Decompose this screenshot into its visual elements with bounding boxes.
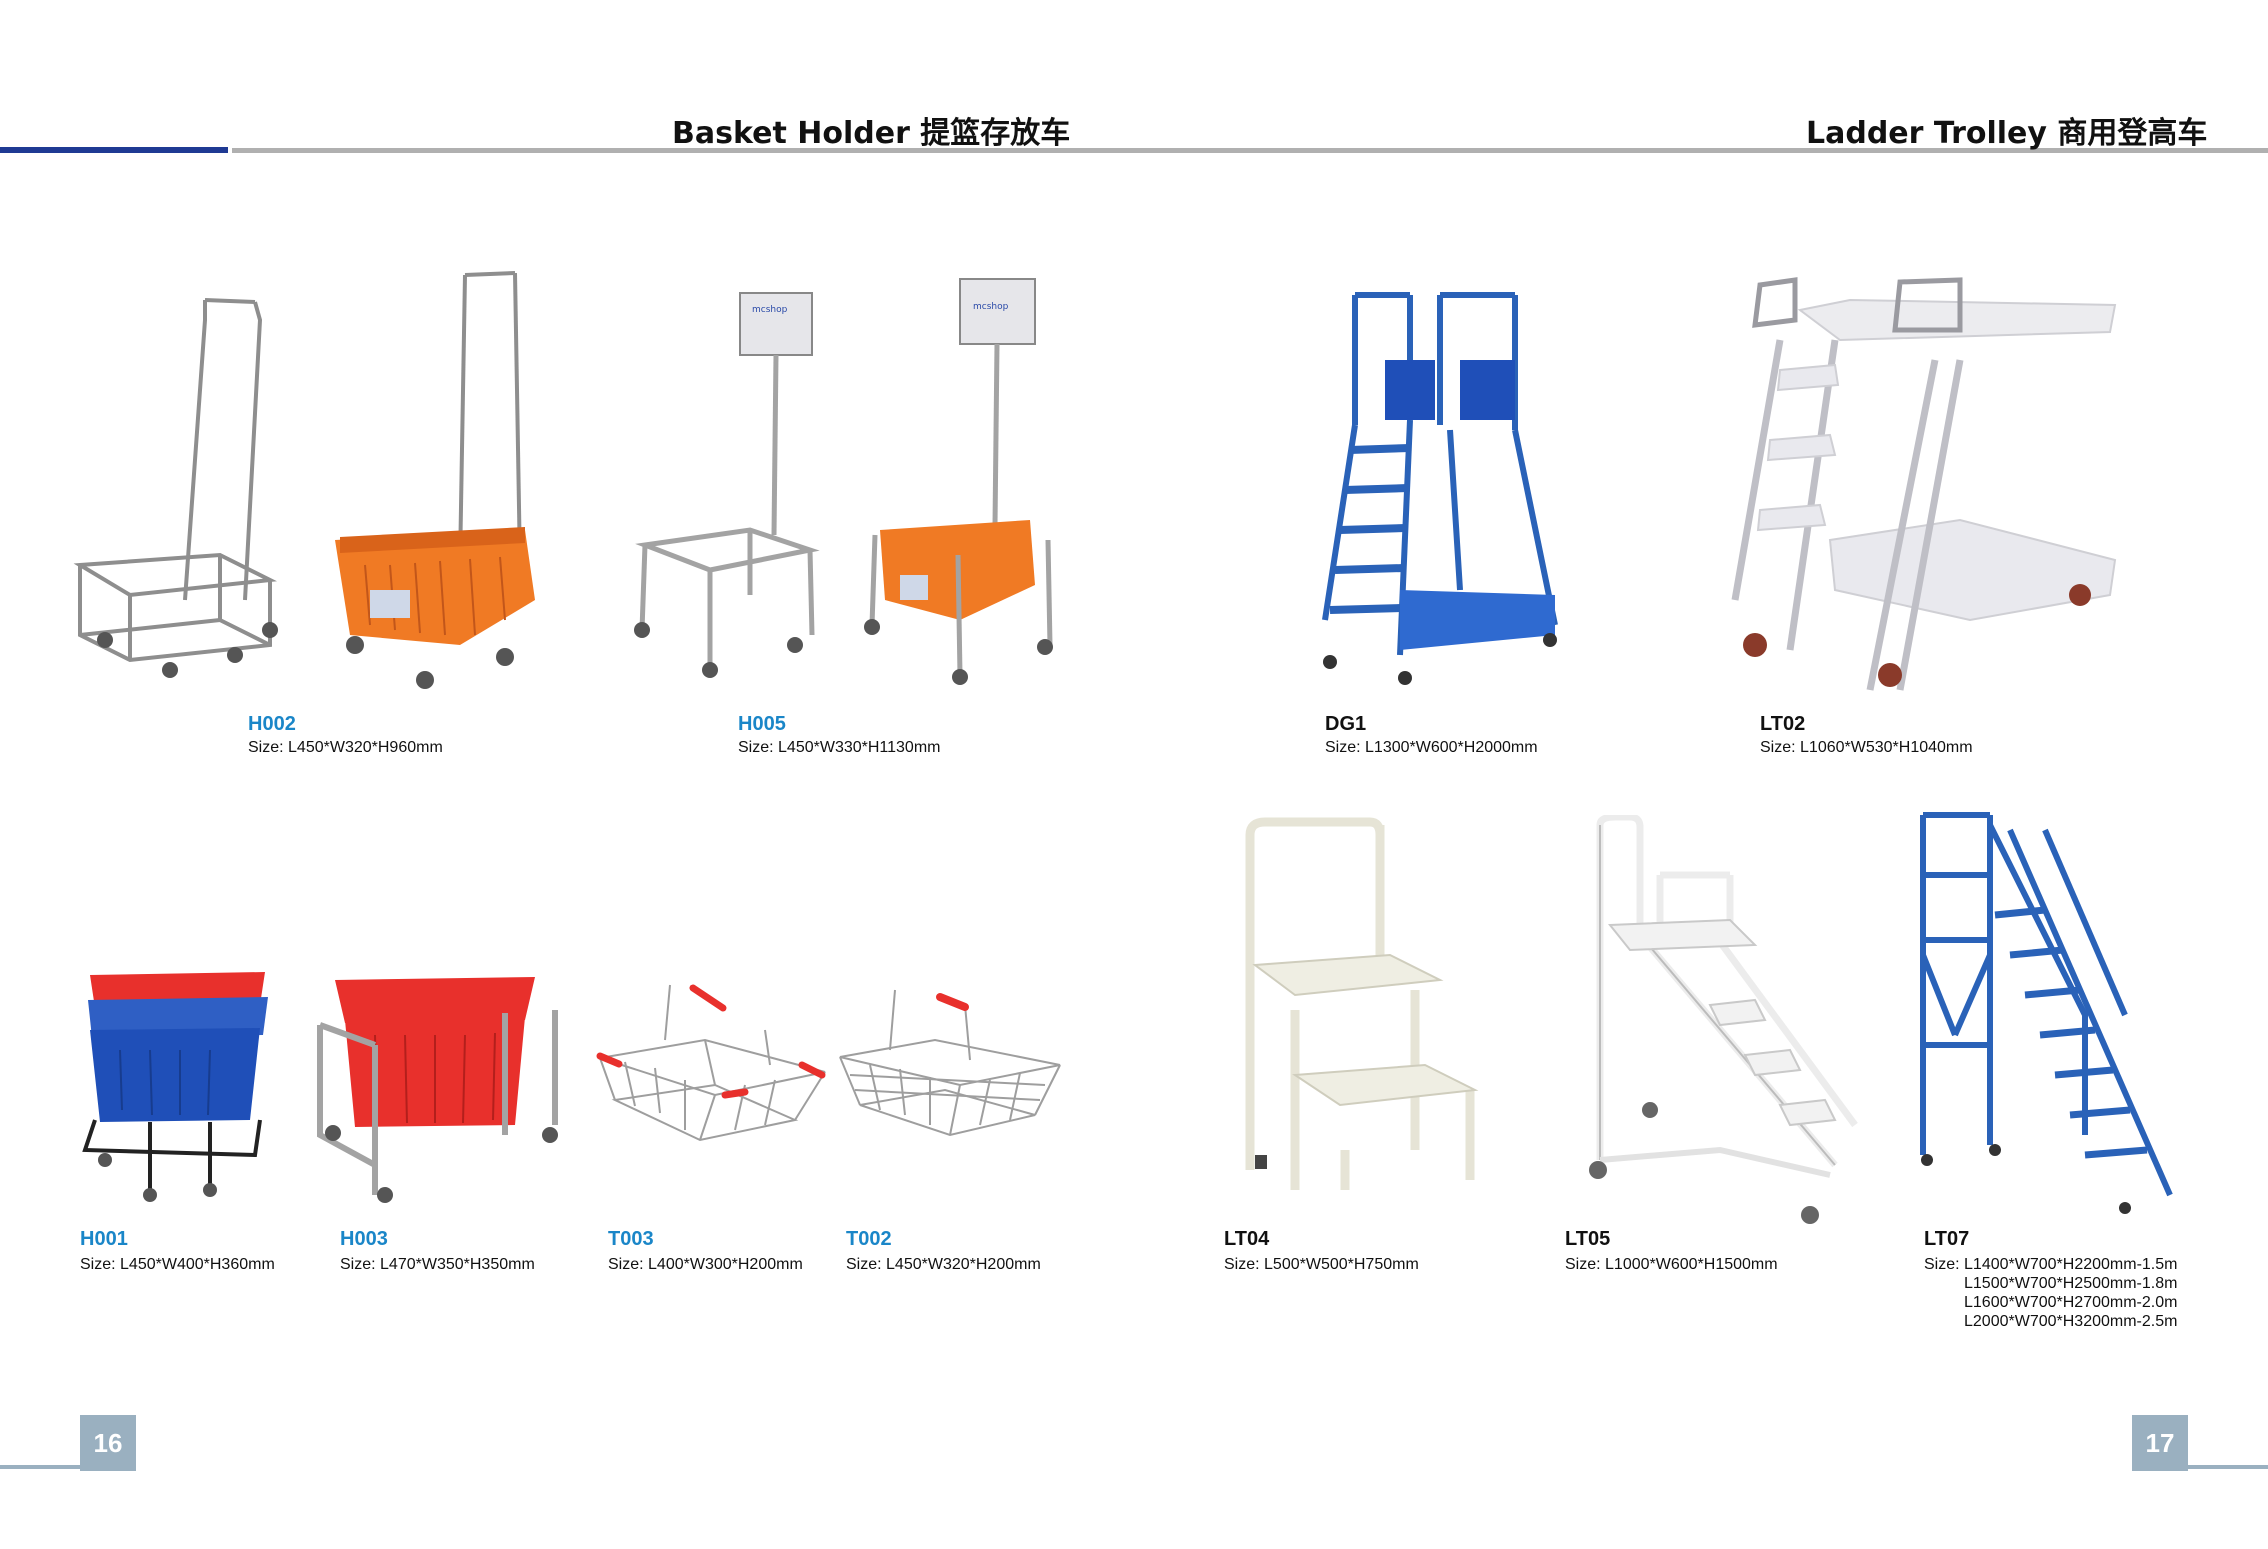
product-size-h001: Size: L450*W400*H360mm: [80, 1256, 275, 1273]
product-size-h005: Size: L450*W330*H1130mm: [738, 739, 941, 756]
footer-rule-left: [0, 1465, 80, 1469]
product-image-lt04: [1245, 817, 1479, 1190]
product-size-h003: Size: L470*W350*H350mm: [340, 1256, 535, 1273]
product-image-lt07: [1920, 812, 2173, 1214]
header-rule-grey: [232, 148, 2268, 153]
product-image-h005-frame: mcshop: [634, 292, 820, 678]
page-number-left: 16: [80, 1415, 136, 1471]
product-size-lt04: Size: L500*W500*H750mm: [1224, 1256, 1419, 1273]
product-image-dg1: [1322, 292, 1558, 685]
product-code-h001: H001: [80, 1228, 128, 1250]
product-code-lt07: LT07: [1924, 1228, 1970, 1250]
product-size-lt05: Size: L1000*W600*H1500mm: [1565, 1256, 1778, 1273]
sign-text: mcshop: [752, 305, 788, 315]
sign-text: mcshop: [973, 302, 1009, 312]
product-size-lt07: Size: L1400*W700*H2200mm-1.5m L1500*W700…: [1924, 1256, 2178, 1330]
product-image-h005-with-basket: mcshop: [864, 278, 1053, 685]
product-code-lt02: LT02: [1760, 713, 1806, 735]
product-image-lt05: [1589, 815, 1858, 1224]
product-image-h002-frame: [73, 298, 278, 678]
product-size-lt02: Size: L1060*W530*H1040mm: [1760, 739, 1973, 756]
product-size-dg1: Size: L1300*W600*H2000mm: [1325, 739, 1538, 756]
product-code-t003: T003: [608, 1228, 654, 1250]
page-number-right: 17: [2132, 1415, 2188, 1471]
header-rule-navy: [0, 147, 228, 153]
product-size-t002: Size: L450*W320*H200mm: [846, 1256, 1041, 1273]
product-code-h005: H005: [738, 713, 786, 735]
product-code-lt04: LT04: [1224, 1228, 1270, 1250]
product-image-t002: [839, 989, 1061, 1137]
product-image-h003: [317, 977, 558, 1203]
footer-rule-right: [2188, 1465, 2268, 1469]
product-image-h001: [82, 972, 268, 1202]
left-page-title: Basket Holder 提篮存放车: [672, 116, 1071, 151]
product-image-t003: [596, 984, 826, 1142]
product-image-h002-with-basket: [335, 271, 535, 689]
product-code-lt05: LT05: [1565, 1228, 1611, 1250]
product-code-dg1: DG1: [1325, 713, 1367, 735]
product-code-t002: T002: [846, 1228, 892, 1250]
right-page-title: Ladder Trolley 商用登高车: [1806, 116, 2208, 151]
product-size-h002: Size: L450*W320*H960mm: [248, 739, 443, 756]
product-image-lt02: [1731, 277, 2117, 691]
product-code-h003: H003: [340, 1228, 388, 1250]
product-code-h002: H002: [248, 713, 296, 735]
product-size-t003: Size: L400*W300*H200mm: [608, 1256, 803, 1273]
